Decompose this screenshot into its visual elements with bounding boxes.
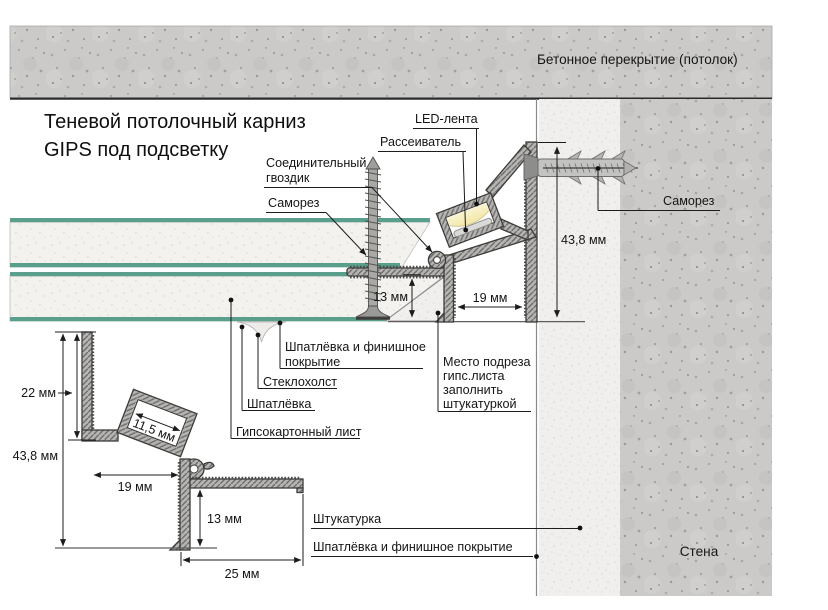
wall-section: Стена <box>535 99 772 596</box>
wall-label: Стена <box>680 544 719 559</box>
label-screw-right: Саморез <box>595 166 720 211</box>
label-putty-finish-wall: Шпатлёвка и финишное покрытие <box>311 540 539 559</box>
vertical-screw <box>355 156 391 320</box>
svg-text:Саморез: Саморез <box>268 196 320 210</box>
drywall-layer-1 <box>9 218 431 268</box>
svg-text:Соединительный: Соединительный <box>266 156 366 170</box>
svg-text:покрытие: покрытие <box>285 355 340 369</box>
dimension-cs-upper-leg: 22 мм <box>21 331 96 441</box>
dimension-profile-height: 43,8 мм <box>538 142 606 318</box>
svg-text:19 мм: 19 мм <box>118 480 153 494</box>
svg-text:LED-лента: LED-лента <box>415 112 478 126</box>
dimension-cs-total-height: 43,8 мм <box>13 333 217 549</box>
led-channel <box>435 191 505 249</box>
title-line-2: GIPS под подсветку <box>44 139 228 161</box>
cs-flange <box>189 478 304 489</box>
label-putty-finish: Шпатлёвка и финишное покрытие <box>277 320 426 369</box>
svg-text:13 мм: 13 мм <box>207 512 242 526</box>
dimension-cs-leg-spacing: 19 мм <box>93 471 179 494</box>
svg-text:Шпатлёвка: Шпатлёвка <box>247 397 311 411</box>
cs-led-channel: 11,5 мм <box>116 388 198 458</box>
svg-text:13 мм: 13 мм <box>373 290 408 304</box>
profile-lower-leg <box>443 254 455 323</box>
title-line-1: Теневой потолочный карниз <box>44 111 306 133</box>
page-title: Теневой потолочный карниз GIPS под подсв… <box>44 111 306 161</box>
svg-text:Стеклохолст: Стеклохолст <box>263 375 337 389</box>
dimension-board-recess: 13 мм <box>373 274 421 318</box>
wall-concrete <box>621 99 772 596</box>
label-fiberglass: Стеклохолст <box>255 332 337 389</box>
svg-text:43,8 мм: 43,8 мм <box>13 449 58 463</box>
label-diffuser: Рассеиватель <box>378 135 469 233</box>
svg-text:19 мм: 19 мм <box>473 291 508 305</box>
svg-text:22 мм: 22 мм <box>21 386 56 400</box>
ceiling-slab-label: Бетонное перекрытие (потолок) <box>537 52 738 67</box>
putty-fillet <box>236 321 287 343</box>
shadow-profile-assembled <box>346 141 538 323</box>
label-connecting-nail: Соединительный гвоздик <box>264 156 433 253</box>
label-gypsum-board: Гипсокартонный лист <box>228 297 362 439</box>
svg-text:Гипсокартонный лист: Гипсокартонный лист <box>236 425 362 439</box>
label-screw-left: Саморез <box>266 196 367 256</box>
cs-wall-leg <box>81 331 93 441</box>
profile-cross-section: 11,5 мм <box>81 331 304 551</box>
svg-text:Рассеиватель: Рассеиватель <box>380 135 461 149</box>
drywall-edge-green <box>10 218 430 223</box>
svg-text:25 мм: 25 мм <box>225 567 260 581</box>
svg-text:Саморез: Саморез <box>663 194 715 208</box>
svg-text:гвоздик: гвоздик <box>266 171 310 185</box>
label-plaster-wall: Штукатурка <box>311 512 583 531</box>
label-led-strip: LED-лента <box>413 112 479 207</box>
svg-text:заполнить: заполнить <box>443 383 503 397</box>
dimension-shadow-gap: 19 мм <box>457 291 523 311</box>
connecting-nail <box>427 250 447 270</box>
svg-text:43,8 мм: 43,8 мм <box>561 233 606 247</box>
diffuser-strip <box>453 217 493 238</box>
led-glow <box>446 203 489 227</box>
cs-lower-leg <box>179 458 191 551</box>
dimension-cs-flange-width: 25 мм <box>180 494 304 581</box>
ceiling-slab: Бетонное перекрытие (потолок) <box>9 25 773 100</box>
svg-text:Штукатурка: Штукатурка <box>313 512 381 526</box>
dimension-cs-lower-leg: 13 мм <box>196 489 242 547</box>
label-putty: Шпатлёвка <box>239 324 315 411</box>
label-cut-note: Место подреза гипс.листа заполнить штука… <box>435 310 531 412</box>
svg-text:гипс.листа: гипс.листа <box>443 369 505 383</box>
svg-text:Шпатлёвка и финишное покрытие: Шпатлёвка и финишное покрытие <box>313 540 513 554</box>
svg-text:штукатуркой: штукатуркой <box>443 397 517 411</box>
svg-text:Место подреза: Место подреза <box>443 355 530 369</box>
svg-text:Шпатлёвка и финишное: Шпатлёвка и финишное <box>285 340 426 354</box>
